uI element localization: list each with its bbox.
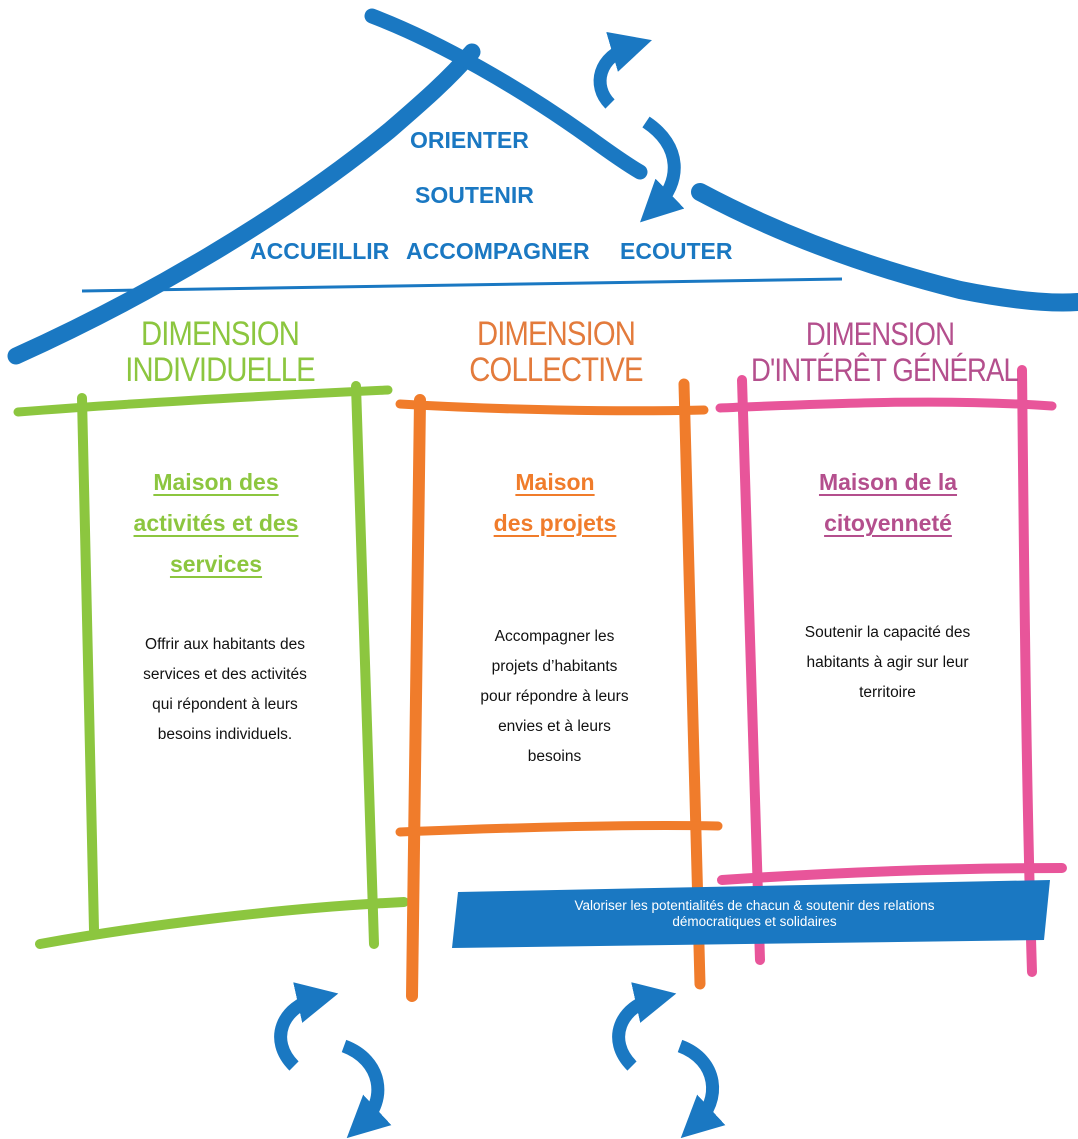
house-title-line: services: [169, 551, 263, 577]
description-line: pour répondre à leurs: [480, 688, 629, 705]
house-title-line: Maison: [515, 469, 595, 495]
description-line: services et des activités: [143, 666, 307, 683]
roof-top-stroke: [364, 8, 648, 180]
house-title-activites-services: Maison des activités et des services: [100, 462, 332, 585]
description-line: habitants à agir sur leur: [806, 654, 969, 671]
green-house-frame: [13, 381, 409, 949]
dimension-title-line: DIMENSION: [141, 315, 300, 353]
dimension-title-line: DIMENSION: [477, 315, 636, 353]
banner-line: Valoriser les potentialités de chacun & …: [574, 898, 935, 913]
cycle-arrows-icon: [593, 31, 685, 223]
house-title-line: des projets: [493, 510, 617, 536]
house-title-line: Maison des: [153, 469, 279, 495]
description-line: Accompagner les: [494, 628, 615, 645]
house-title-line: activités et des: [133, 510, 299, 536]
house-title-citoyennete: Maison de la citoyenneté: [770, 462, 1006, 544]
description-line: projets d’habitants: [491, 658, 618, 675]
house-description-interet-general: Soutenir la capacité des habitants à agi…: [765, 618, 1010, 708]
description-line: besoins: [527, 748, 582, 765]
description-line: qui répondent à leurs: [152, 696, 298, 713]
roof-word-accompagner: ACCOMPAGNER: [406, 238, 590, 264]
house-title-line: Maison de la: [818, 469, 958, 495]
house-description-individuelle: Offrir aux habitants des services et des…: [100, 630, 350, 750]
cycle-arrows-icon: [612, 982, 726, 1139]
house-title-projets: Maison des projets: [440, 462, 670, 544]
dimension-title-line: INDIVIDUELLE: [125, 351, 315, 389]
roof-right-stroke: [691, 183, 1078, 312]
banner-line: démocratiques et solidaires: [672, 914, 837, 929]
description-line: Offrir aux habitants des: [145, 636, 305, 653]
roof-word-accueillir: ACCUEILLIR: [250, 238, 390, 264]
description-line: envies et à leurs: [498, 718, 611, 735]
values-banner-text: Valoriser les potentialités de chacun & …: [462, 898, 1047, 930]
cycle-arrows-icon: [274, 982, 392, 1139]
dimension-title-individuelle: DIMENSION INDIVIDUELLE: [100, 316, 341, 388]
roof-left-stroke: [7, 43, 481, 365]
roof: [7, 8, 1078, 365]
description-line: besoins individuels.: [157, 726, 293, 743]
house-description-collective: Accompagner les projets d’habitants pour…: [432, 622, 677, 772]
dimension-title-interet-general: DIMENSION D'INTÉRÊT GÉNÉRAL: [751, 316, 1019, 388]
roof-word-ecouter: ECOUTER: [620, 238, 733, 264]
roof-base-line: [81, 277, 843, 293]
roof-word-soutenir: SOUTENIR: [415, 182, 534, 208]
house-title-line: citoyenneté: [824, 510, 952, 536]
description-line: territoire: [859, 684, 916, 701]
dimension-title-collective: DIMENSION COLLECTIVE: [436, 316, 677, 388]
dimension-title-line: DIMENSION: [805, 316, 955, 352]
dimension-title-line: COLLECTIVE: [469, 351, 643, 389]
description-line: Soutenir la capacité des: [804, 624, 971, 641]
dimension-title-line: D'INTÉRÊT GÉNÉRAL: [751, 352, 1019, 388]
values-banner: [452, 880, 1050, 948]
roof-word-orienter: ORIENTER: [410, 127, 529, 153]
